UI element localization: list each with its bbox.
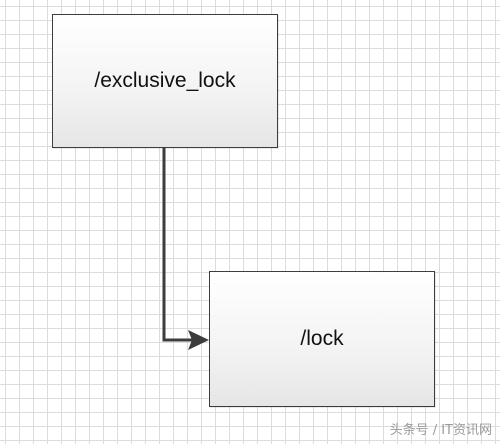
node-exclusive-lock-label: /exclusive_lock bbox=[94, 69, 236, 92]
node-lock-label: /lock bbox=[300, 327, 344, 350]
arrowhead-icon bbox=[188, 330, 209, 350]
node-exclusive-lock: /exclusive_lock bbox=[52, 14, 278, 148]
node-lock: /lock bbox=[209, 271, 435, 407]
connector-exclusive-lock-to-lock bbox=[162, 148, 192, 342]
watermark: 头条号 / IT资讯网 bbox=[389, 423, 492, 438]
